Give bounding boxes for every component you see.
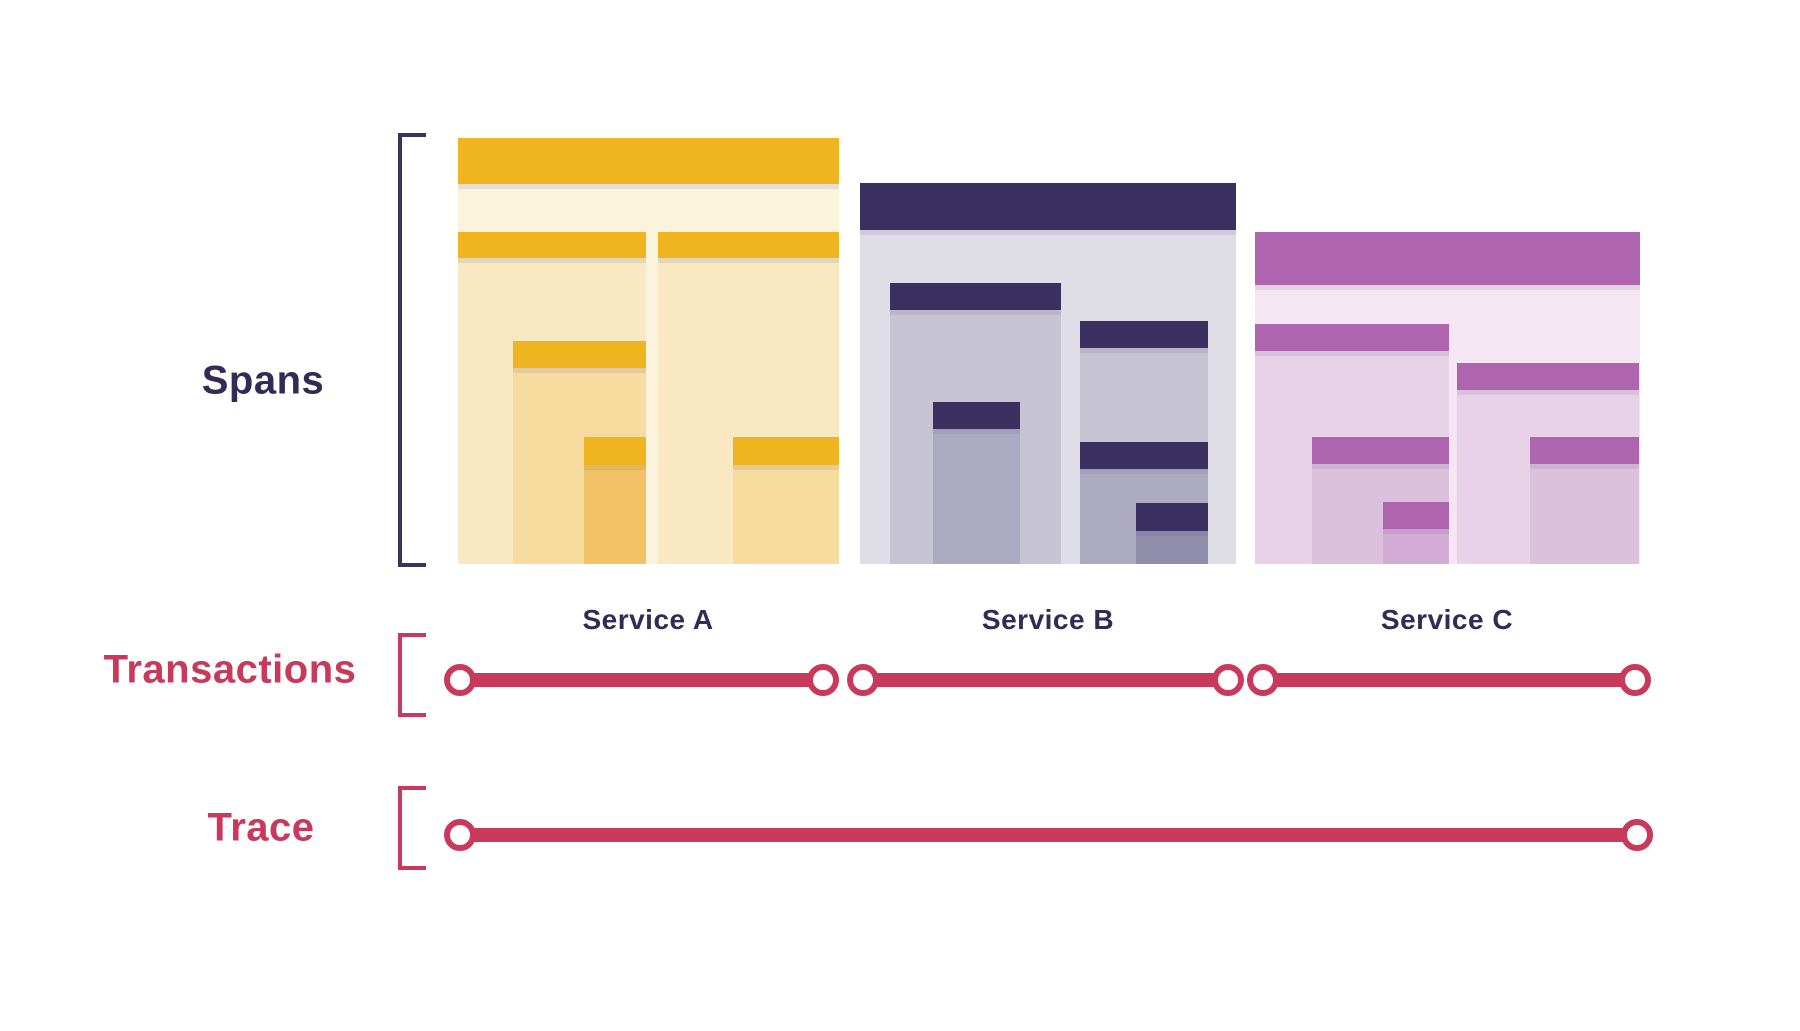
span-body <box>1530 464 1639 564</box>
span-bar <box>1080 321 1208 348</box>
transaction-1-line <box>460 673 823 687</box>
span-body <box>933 429 1020 564</box>
trace-label: Trace <box>207 805 315 850</box>
transaction-2-start-dot <box>847 664 879 696</box>
transaction-3-line <box>1263 673 1635 687</box>
transaction-3-end-dot <box>1619 664 1651 696</box>
service-c-label: Service C <box>1380 604 1514 635</box>
transaction-2-end-dot <box>1212 664 1244 696</box>
transactions-bracket <box>398 633 426 717</box>
span-bar <box>1530 437 1639 464</box>
service-b-label: Service B <box>981 604 1115 635</box>
transaction-1-start-dot <box>444 664 476 696</box>
span-bar <box>513 341 646 368</box>
spans-label: Spans <box>201 358 325 403</box>
span-bar <box>658 232 839 258</box>
trace-end-dot <box>1621 819 1653 851</box>
span-bar <box>1255 232 1640 285</box>
span-bar <box>458 138 839 184</box>
span-bar <box>1312 437 1449 464</box>
span-bar <box>890 283 1061 310</box>
trace-bracket <box>398 786 426 870</box>
trace-line <box>460 828 1637 842</box>
span-body <box>733 465 839 564</box>
span-body <box>1136 531 1208 564</box>
span-bar <box>933 402 1020 429</box>
span-body <box>584 465 646 564</box>
span-bar <box>1383 502 1449 529</box>
span-bar <box>1136 503 1208 531</box>
span-bar <box>1457 363 1639 390</box>
span-bar <box>1255 324 1449 351</box>
transaction-2-line <box>863 673 1228 687</box>
span-bar <box>1080 442 1208 469</box>
span-bar <box>733 437 839 465</box>
span-bar <box>584 437 646 465</box>
service-a-label: Service A <box>582 604 714 635</box>
span-bar <box>860 183 1236 230</box>
transaction-1-end-dot <box>807 664 839 696</box>
trace-start-dot <box>444 819 476 851</box>
span-bar <box>458 232 646 258</box>
transaction-3-start-dot <box>1247 664 1279 696</box>
span-body <box>1383 529 1449 564</box>
transactions-label: Transactions <box>103 647 357 692</box>
spans-bracket <box>398 133 426 567</box>
